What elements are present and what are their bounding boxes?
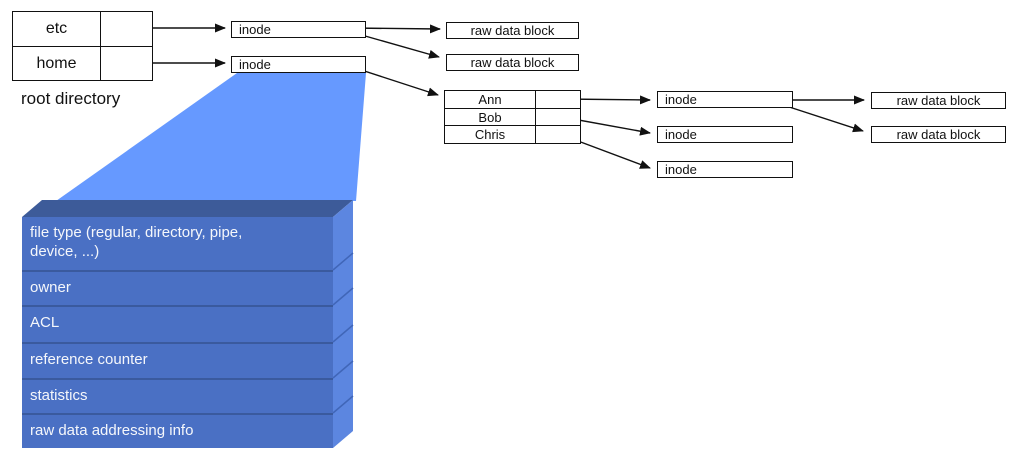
entry-name: Chris (445, 126, 536, 143)
inode-box-5: inode (657, 161, 793, 178)
inode-structure-side-face (333, 200, 353, 448)
directory-entry-ann: Ann (445, 91, 580, 109)
inode-field-acl: ACL (22, 305, 333, 342)
root-directory-caption: root directory (21, 89, 121, 108)
directory-entry-chris: Chris (445, 125, 580, 143)
inode-structure-top-face (22, 200, 353, 217)
directory-entry-etc: etc (13, 12, 152, 46)
inode-box-1: inode (231, 21, 366, 38)
entry-pointer-cell (101, 47, 152, 80)
inode-field-owner: owner (22, 270, 333, 305)
inode-field-statistics: statistics (22, 378, 333, 413)
raw-data-block-1: raw data block (446, 22, 579, 39)
entry-pointer-cell (101, 12, 152, 46)
inode-box-2: inode (231, 56, 366, 73)
directory-entry-bob: Bob (445, 108, 580, 126)
entry-name: etc (13, 12, 101, 46)
raw-data-block-4: raw data block (871, 126, 1006, 143)
inode-field-file-type: file type (regular, directory, pipe, dev… (30, 224, 243, 260)
inode-field-raw-data-addressing: raw data addressing info (22, 413, 333, 448)
side-face-row-separators (332, 252, 354, 414)
inode-structure-box: file type (regular, directory, pipe, dev… (22, 217, 333, 448)
entry-name: home (13, 47, 101, 80)
root-directory-table: etc home (12, 11, 153, 81)
inode-box-3: inode (657, 91, 793, 108)
entry-pointer-cell (536, 91, 580, 108)
entry-name: Ann (445, 91, 536, 109)
home-directory-table: Ann Bob Chris (444, 90, 581, 144)
zoom-beam (56, 73, 366, 201)
raw-data-block-2: raw data block (446, 54, 579, 71)
inode-field-reference-counter: reference counter (22, 342, 333, 378)
directory-entry-home: home (13, 46, 152, 80)
entry-pointer-cell (536, 109, 580, 125)
raw-data-block-3: raw data block (871, 92, 1006, 109)
entry-pointer-cell (536, 126, 580, 142)
inode-box-4: inode (657, 126, 793, 143)
entry-name: Bob (445, 109, 536, 126)
